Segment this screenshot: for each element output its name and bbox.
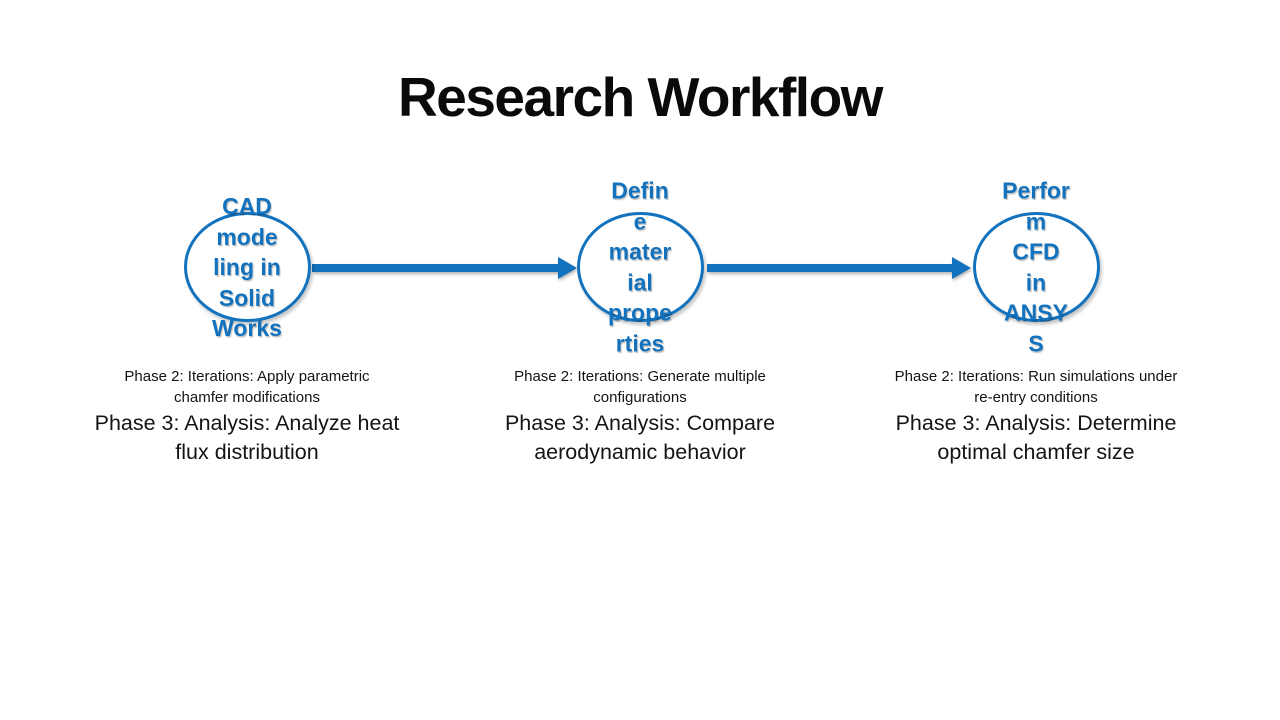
step-circle <box>576 212 704 322</box>
step-circle-label: CAD mode ling in Solid Works <box>212 192 282 341</box>
step-circle-label: Defin e mater ial prope rties <box>608 177 672 357</box>
step-phase3-text: Phase 3: Analysis: Determine optimal cha… <box>895 411 1177 464</box>
step-phase3-text: Phase 3: Analysis: Compare aerodynamic b… <box>504 411 776 464</box>
workflow-step-2: Defin e mater ial prope rties Phase 2: I… <box>470 0 810 500</box>
step-circle <box>972 212 1100 322</box>
step-circle-label: Perfor m CFD in ANSY S <box>1002 177 1070 357</box>
workflow-step-3: Perfor m CFD in ANSY S Phase 2: Iteratio… <box>866 0 1206 500</box>
arrow-shaft <box>707 264 954 272</box>
arrow-shaft <box>312 264 560 272</box>
arrow-right-icon <box>558 257 577 279</box>
workflow-step-1: CAD mode ling in Solid Works Phase 2: It… <box>77 0 417 500</box>
step-phase3-text: Phase 3: Analysis: Analyze heat flux dis… <box>94 411 400 464</box>
step-phase2-text: Phase 2: Iterations: Apply parametric ch… <box>124 368 370 406</box>
page-title: Research Workflow <box>398 66 883 128</box>
arrow-right-icon <box>952 257 971 279</box>
step-circle <box>183 212 311 322</box>
step-phase2-text: Phase 2: Iterations: Generate multiple c… <box>514 368 766 406</box>
step-phase2-text: Phase 2: Iterations: Run simulations und… <box>894 368 1178 406</box>
